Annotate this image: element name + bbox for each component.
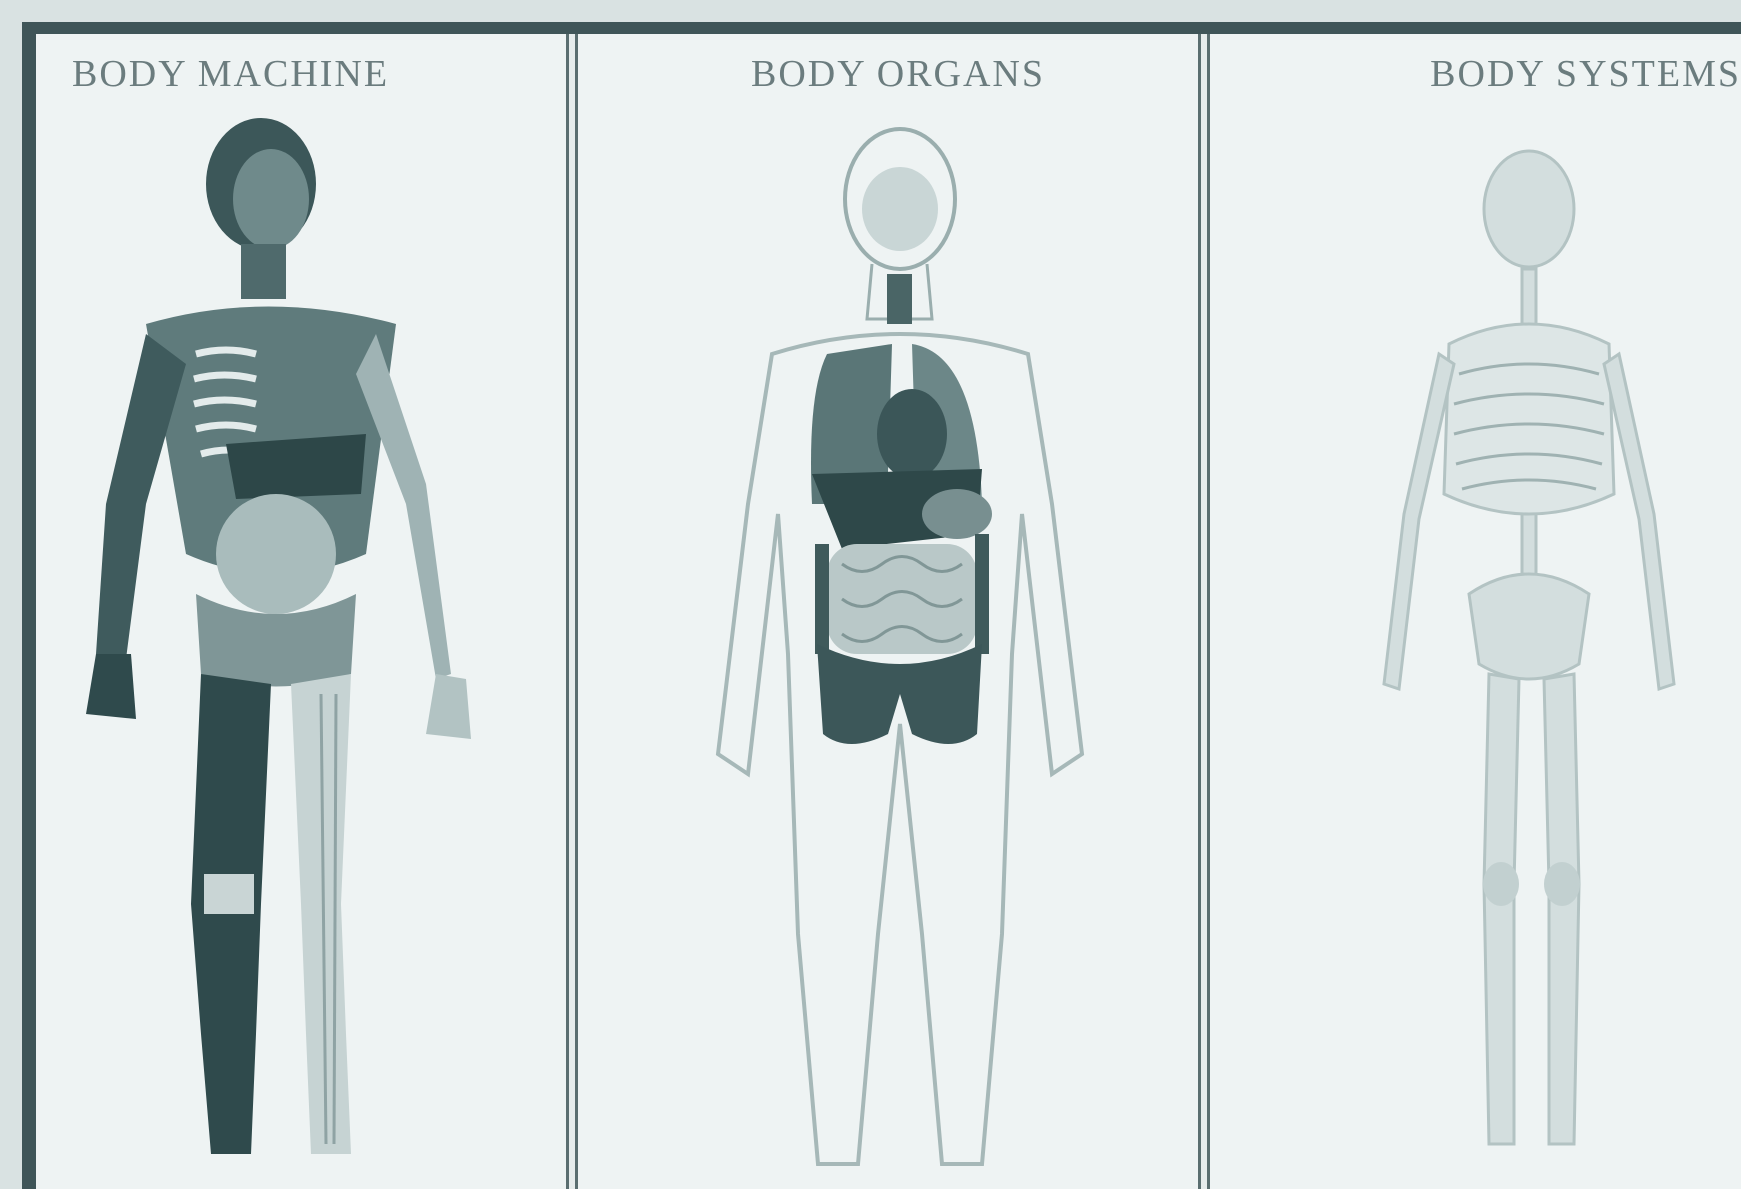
body-machine-figure bbox=[36, 34, 576, 1189]
body-organs-figure bbox=[582, 34, 1214, 1189]
body-systems-figure bbox=[1214, 34, 1741, 1189]
panel-body-organs: BODY ORGANS bbox=[582, 34, 1214, 1189]
panel-divider bbox=[1198, 34, 1210, 1189]
anatomy-poster: BODY MACHINE bbox=[22, 22, 1741, 1189]
panel-divider bbox=[566, 34, 578, 1189]
panel-body-systems: BODY SYSTEMS bbox=[1214, 34, 1741, 1189]
panel-body-machine: BODY MACHINE bbox=[36, 34, 576, 1189]
